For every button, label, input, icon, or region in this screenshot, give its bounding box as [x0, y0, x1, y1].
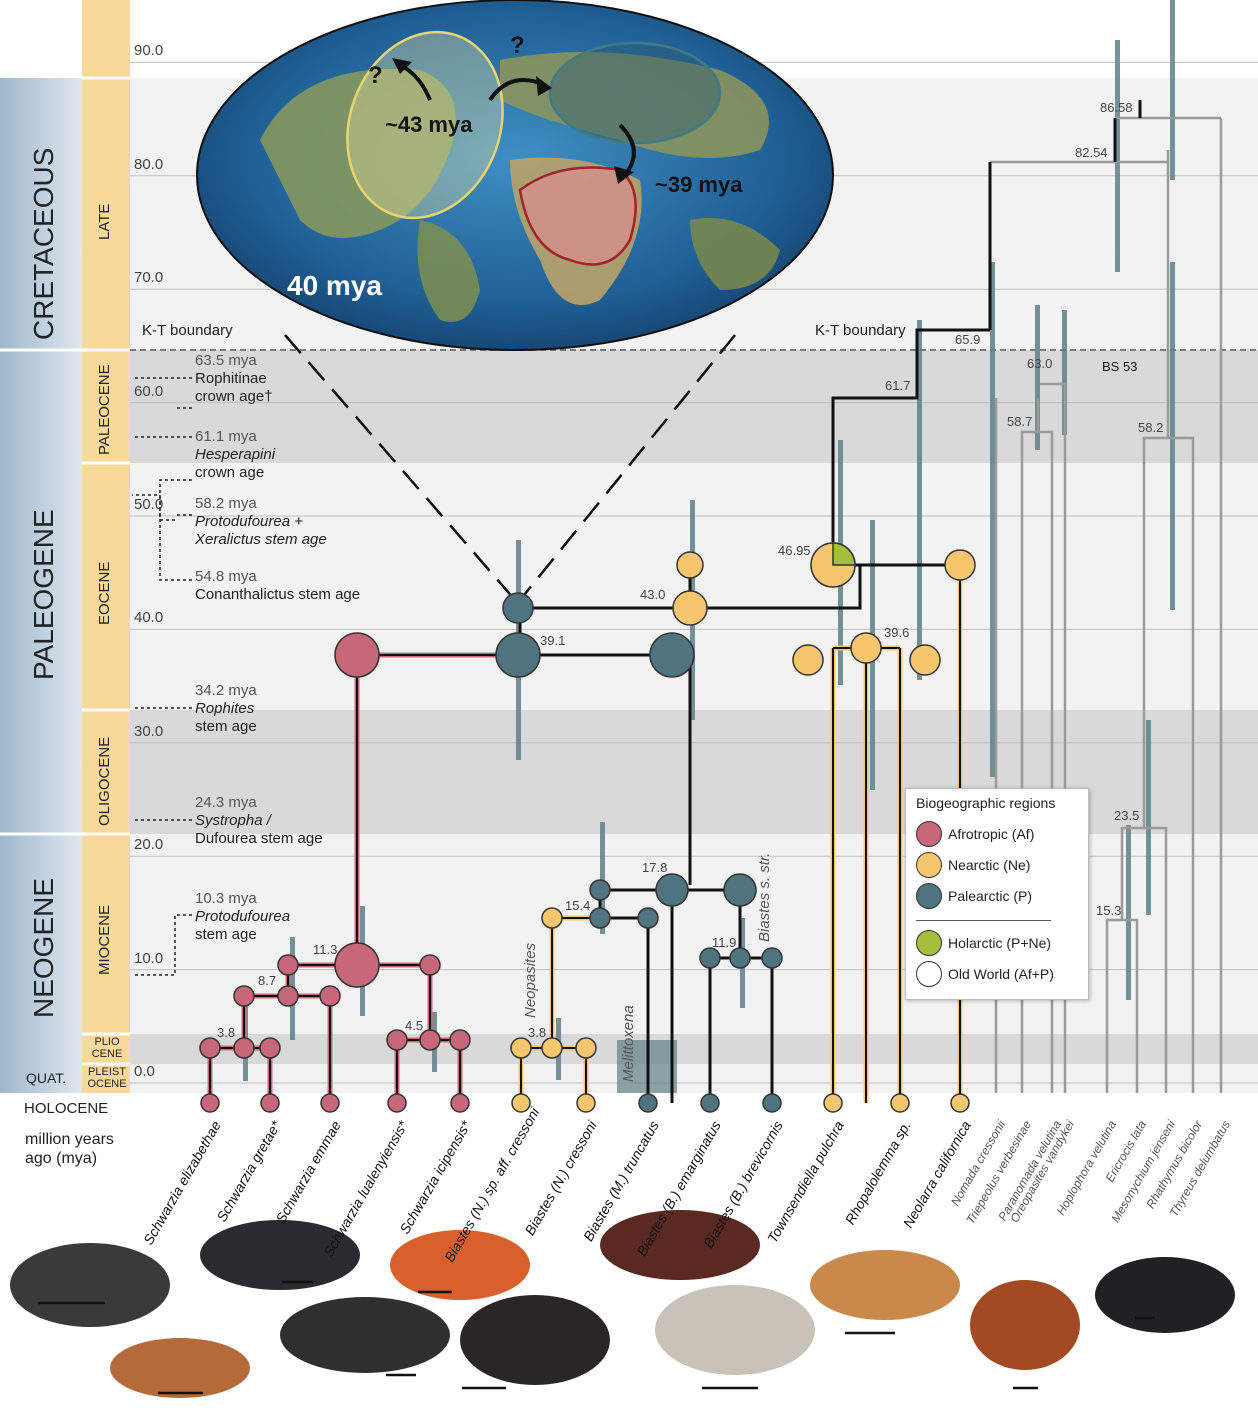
tip-circles: [201, 1094, 969, 1112]
axis-tick-label: 30.0: [134, 723, 163, 740]
node-label: 58.7: [1007, 414, 1032, 429]
legend-item-oldworld: Old World (Af+P): [916, 961, 1054, 987]
period-pliocene: PLIO CENE: [86, 1036, 128, 1060]
axis-tick-label: 0.0: [134, 1063, 155, 1080]
node-label: 3.8: [217, 1025, 235, 1040]
node-label: 61.7: [885, 378, 910, 393]
axis-tick-label: 70.0: [134, 269, 163, 286]
axis-tick-label: 20.0: [134, 836, 163, 853]
legend-item-afrotropic: Afrotropic (Af): [916, 821, 1034, 847]
legend-item-palearctic: Palearctic (P): [916, 883, 1032, 909]
node-label: 11.3: [313, 942, 337, 957]
node-label: 15.3: [1096, 903, 1121, 918]
period-pleistocene: PLEIST OCENE: [84, 1066, 130, 1090]
map-age-43: ~43 mya: [385, 112, 472, 138]
axis-unit-label: million years ago (mya): [25, 1130, 135, 1168]
node-label: 43.0: [640, 587, 665, 602]
period-oligocene: OLIGOCENE: [96, 737, 113, 826]
node-label: 15.4: [565, 898, 590, 913]
axis-tick-label: 80.0: [134, 156, 163, 173]
node-label: 17.8: [642, 860, 667, 875]
node-label: 58.2: [1138, 420, 1163, 435]
legend-item-holarctic: Holarctic (P+Ne): [916, 930, 1051, 956]
node-label: 39.6: [884, 625, 909, 640]
period-paleocene: PALEOCENE: [96, 364, 113, 455]
legend-item-nearctic: Nearctic (Ne): [916, 852, 1030, 878]
map-question-1: ?: [368, 62, 383, 90]
node-label: 23.5: [1114, 808, 1139, 823]
axis-tick-label: 60.0: [134, 383, 163, 400]
node-label: 65.9: [955, 332, 980, 347]
node-label: 39.1: [540, 633, 565, 648]
era-neogene: NEOGENE: [28, 878, 60, 1018]
period-eocene: EOCENE: [96, 562, 113, 625]
paleocene-band: [130, 350, 1258, 463]
node-label: 86.58: [1100, 100, 1133, 115]
axis-tick-label: 40.0: [134, 609, 163, 626]
node-label: 82.54: [1075, 145, 1108, 160]
period-miocene: MIOCENE: [96, 905, 113, 975]
clade-biastes: Biastes s. str.: [756, 853, 773, 942]
holocene-label: HOLOCENE: [24, 1100, 108, 1117]
node-label: 8.7: [258, 973, 276, 988]
axis-tick-label: 50.0: [134, 496, 163, 513]
node-label: 63.0: [1027, 356, 1052, 371]
node-label: BS 53: [1102, 359, 1137, 374]
map-question-2: ?: [510, 32, 525, 60]
legend: Biogeographic regions Afrotropic (Af) Ne…: [905, 788, 1089, 1000]
node-label: 3.8: [528, 1025, 546, 1040]
quaternary-label: QUAT.: [26, 1070, 66, 1086]
clade-neopasites: Neopasites: [522, 943, 539, 1018]
kt-label-right: K-T boundary: [815, 322, 906, 339]
map-title: 40 mya: [287, 270, 382, 302]
legend-title: Biogeographic regions: [916, 795, 1055, 811]
axis-tick-label: 90.0: [134, 42, 163, 59]
node-label: 4.5: [405, 1018, 423, 1033]
node-label: 11.9: [712, 935, 736, 950]
era-paleogene: PALEOGENE: [28, 509, 60, 680]
era-cretaceous: CRETACEOUS: [28, 148, 60, 340]
axis-tick-label: 10.0: [134, 950, 163, 967]
period-late: LATE: [96, 204, 113, 240]
clade-melittoxena: Melittoxena: [620, 1005, 637, 1082]
node-label: 46.95: [778, 543, 811, 558]
map-age-39: ~39 mya: [655, 172, 742, 198]
pliocene-band: [130, 1034, 1258, 1064]
kt-label-left: K-T boundary: [142, 322, 233, 339]
